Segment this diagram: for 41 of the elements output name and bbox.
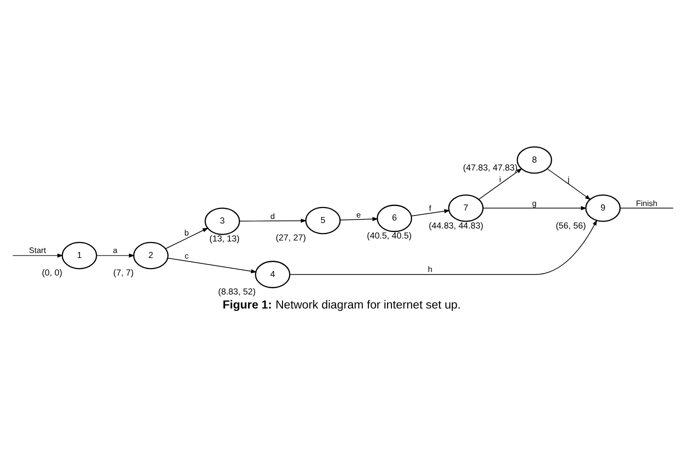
arrow (96, 254, 135, 258)
node-label: (0, 0) (42, 268, 62, 278)
edge-label: Start (29, 246, 46, 256)
arrow (547, 168, 591, 200)
node-ellipse: 2 (133, 242, 169, 270)
node-ellipse: 4 (254, 260, 290, 288)
edge-label: a (112, 246, 118, 256)
arrow (239, 218, 307, 223)
edge-label: b (184, 228, 189, 238)
node-label: (40.5, 40.5) (366, 230, 412, 240)
node-ellipse: 3 (204, 208, 240, 235)
arrow (478, 168, 522, 200)
edge-label: h (428, 265, 432, 274)
connector (620, 208, 674, 209)
node-label: (44.83, 44.83) (428, 220, 484, 230)
node-ellipse: 5 (305, 206, 341, 234)
arrow (167, 258, 257, 274)
node-ellipse: 1 (62, 242, 98, 270)
edge-label: e (356, 210, 361, 220)
node-label: (13, 13) (209, 233, 240, 244)
arrow (165, 228, 208, 249)
arrow (411, 209, 450, 216)
node-label: (56, 56) (556, 220, 586, 230)
node-label: (47.83, 47.83) (463, 162, 518, 173)
caption: Figure 1: Network diagram for internet set up. (222, 298, 461, 312)
edge-label: c (184, 251, 189, 260)
edge-label: f (429, 204, 432, 213)
node-label: (7, 7) (113, 268, 134, 278)
node-label: (27, 27) (276, 232, 306, 243)
edge-label: Finish (636, 198, 658, 208)
node-ellipse: 7 (448, 194, 484, 222)
edge-label: d (270, 212, 275, 221)
node-label: (8.83, 52) (218, 286, 256, 297)
arrow (290, 220, 598, 275)
edge-label: j (568, 174, 570, 184)
edge-label: i (499, 174, 502, 184)
arrow (340, 217, 378, 222)
node-ellipse: 6 (376, 204, 412, 232)
arrow (482, 206, 587, 210)
arrow (12, 254, 64, 258)
edge-label: g (532, 198, 537, 208)
